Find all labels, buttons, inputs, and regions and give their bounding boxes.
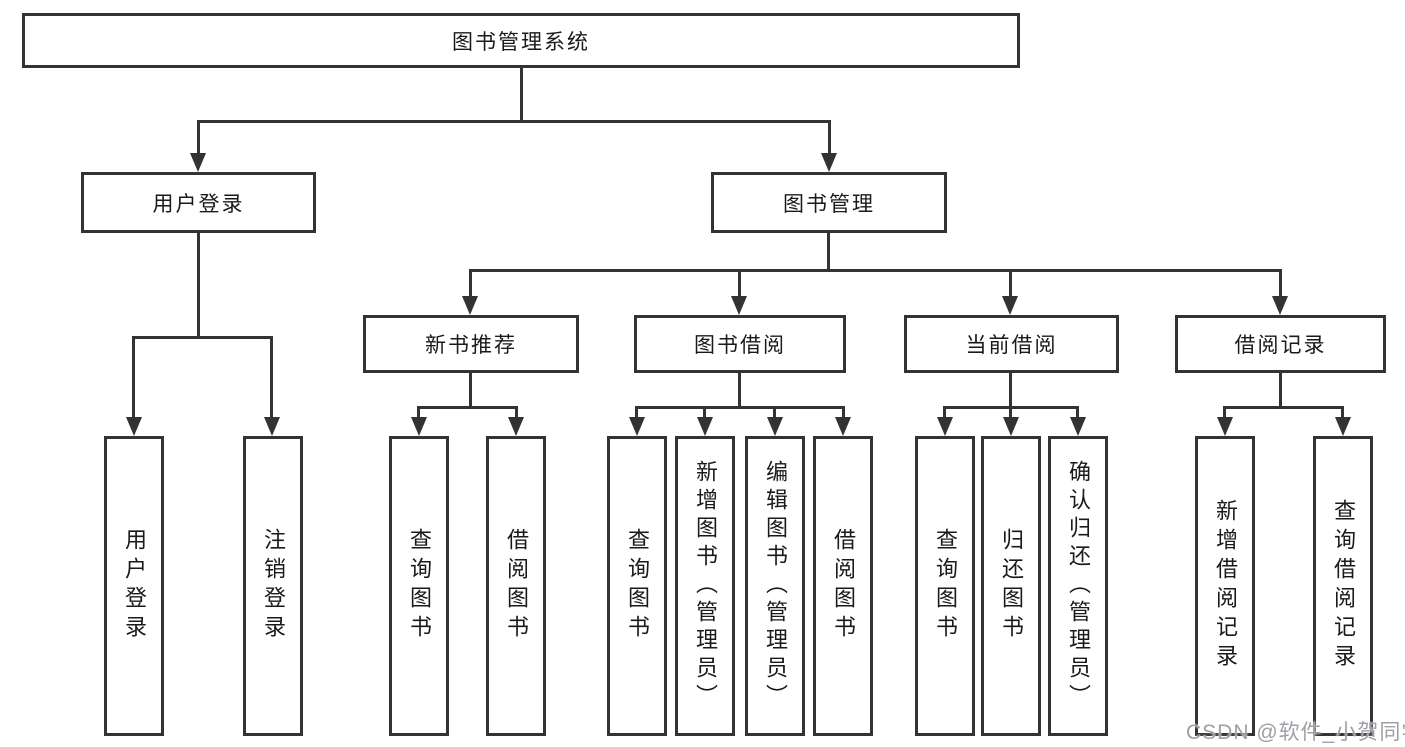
arrowhead-down <box>835 417 851 436</box>
leaf-user-login: 用户登录 <box>104 436 164 736</box>
node-book-management-label: 图书管理 <box>783 192 875 216</box>
connector-line <box>827 233 830 269</box>
node-borrow-records: 借阅记录 <box>1175 315 1386 373</box>
arrowhead-down <box>190 153 206 172</box>
arrowhead-down <box>264 417 280 436</box>
connector-line <box>842 406 845 424</box>
connector-line <box>1009 373 1012 406</box>
node-user-login-label: 用户登录 <box>152 192 245 216</box>
connector-line <box>773 406 776 424</box>
arrowhead-down <box>731 296 747 315</box>
node-borrow-records-label: 借阅记录 <box>1234 334 1327 357</box>
arrowhead-down <box>1335 417 1351 436</box>
connector-line <box>1223 406 1226 424</box>
leaf-current-confirm-return-admin-label: 确认归还（管理员） <box>1066 460 1091 712</box>
connector-line <box>132 336 135 424</box>
connector-line <box>1279 373 1282 406</box>
node-user-login: 用户登录 <box>81 172 316 233</box>
arrowhead-down <box>697 417 713 436</box>
leaf-borrowing-query-books-label: 查询图书 <box>625 528 650 644</box>
leaf-current-query-books: 查询图书 <box>915 436 975 736</box>
connector-line <box>515 406 518 424</box>
arrowhead-down <box>126 417 142 436</box>
arrowhead-down <box>821 153 837 172</box>
csdn-watermark: CSDN @软件_小贺同学 <box>1186 721 1405 744</box>
leaf-records-query-record-label: 查询借阅记录 <box>1331 499 1356 673</box>
connector-line <box>197 233 200 336</box>
node-book-management: 图书管理 <box>711 172 947 233</box>
connector-line <box>1341 406 1344 424</box>
connector-line <box>738 373 741 406</box>
leaf-records-add-record: 新增借阅记录 <box>1195 436 1255 736</box>
leaf-borrowing-borrow-books-label: 借阅图书 <box>831 528 856 644</box>
arrowhead-down <box>629 417 645 436</box>
connector-line <box>469 269 1282 272</box>
arrowhead-down <box>1003 417 1019 436</box>
node-book-borrowing-label: 图书借阅 <box>694 334 786 357</box>
arrowhead-down <box>937 417 953 436</box>
connector-line <box>469 269 472 300</box>
arrowhead-down <box>1217 417 1233 436</box>
leaf-records-add-record-label: 新增借阅记录 <box>1213 499 1238 673</box>
connector-line <box>1076 406 1079 424</box>
connector-line <box>703 406 706 424</box>
leaf-newbooks-query-books: 查询图书 <box>389 436 449 736</box>
connector-line <box>1009 269 1012 300</box>
connector-line <box>417 406 518 409</box>
arrowhead-down <box>1070 417 1086 436</box>
arrowhead-down <box>1272 296 1288 315</box>
leaf-user-login-label: 用户登录 <box>122 528 147 644</box>
arrowhead-down <box>1002 296 1018 315</box>
connector-line <box>417 406 420 424</box>
node-book-borrowing: 图书借阅 <box>634 315 846 373</box>
connector-line <box>828 120 831 157</box>
leaf-records-query-record: 查询借阅记录 <box>1313 436 1373 736</box>
leaf-current-return-books-label: 归还图书 <box>999 528 1024 644</box>
leaf-current-query-books-label: 查询图书 <box>933 528 958 644</box>
node-new-book-recommend: 新书推荐 <box>363 315 579 373</box>
leaf-borrowing-add-books-admin-label: 新增图书（管理员） <box>693 460 718 712</box>
leaf-current-return-books: 归还图书 <box>981 436 1041 736</box>
connector-line <box>738 269 741 300</box>
leaf-borrowing-borrow-books: 借阅图书 <box>813 436 873 736</box>
connector-line <box>132 336 273 339</box>
connector-line <box>635 406 845 409</box>
connector-line <box>635 406 638 424</box>
node-current-borrow-label: 当前借阅 <box>965 334 1058 357</box>
node-new-book-recommend-label: 新书推荐 <box>425 334 517 357</box>
connector-line <box>197 120 200 157</box>
connector-line <box>520 68 523 120</box>
node-current-borrow: 当前借阅 <box>904 315 1119 373</box>
leaf-newbooks-borrow-books-label: 借阅图书 <box>504 528 529 644</box>
node-root: 图书管理系统 <box>22 13 1020 68</box>
leaf-newbooks-borrow-books: 借阅图书 <box>486 436 546 736</box>
leaf-borrowing-query-books: 查询图书 <box>607 436 667 736</box>
connector-line <box>943 406 946 424</box>
leaf-borrowing-add-books-admin: 新增图书（管理员） <box>675 436 735 736</box>
connector-line <box>1279 269 1282 300</box>
leaf-logout-label: 注销登录 <box>261 528 286 644</box>
leaf-current-confirm-return-admin: 确认归还（管理员） <box>1048 436 1108 736</box>
leaf-newbooks-query-books-label: 查询图书 <box>407 528 432 644</box>
leaf-borrowing-edit-books-admin-label: 编辑图书（管理员） <box>763 460 788 712</box>
connector-line <box>1009 406 1012 424</box>
connector-line <box>1223 406 1344 409</box>
node-root-label: 图书管理系统 <box>452 30 590 54</box>
connector-line <box>270 336 273 424</box>
connector-line <box>197 120 831 123</box>
leaf-logout: 注销登录 <box>243 436 303 736</box>
leaf-borrowing-edit-books-admin: 编辑图书（管理员） <box>745 436 805 736</box>
connector-line <box>469 373 472 406</box>
arrowhead-down <box>767 417 783 436</box>
arrowhead-down <box>508 417 524 436</box>
arrowhead-down <box>462 296 478 315</box>
arrowhead-down <box>411 417 427 436</box>
